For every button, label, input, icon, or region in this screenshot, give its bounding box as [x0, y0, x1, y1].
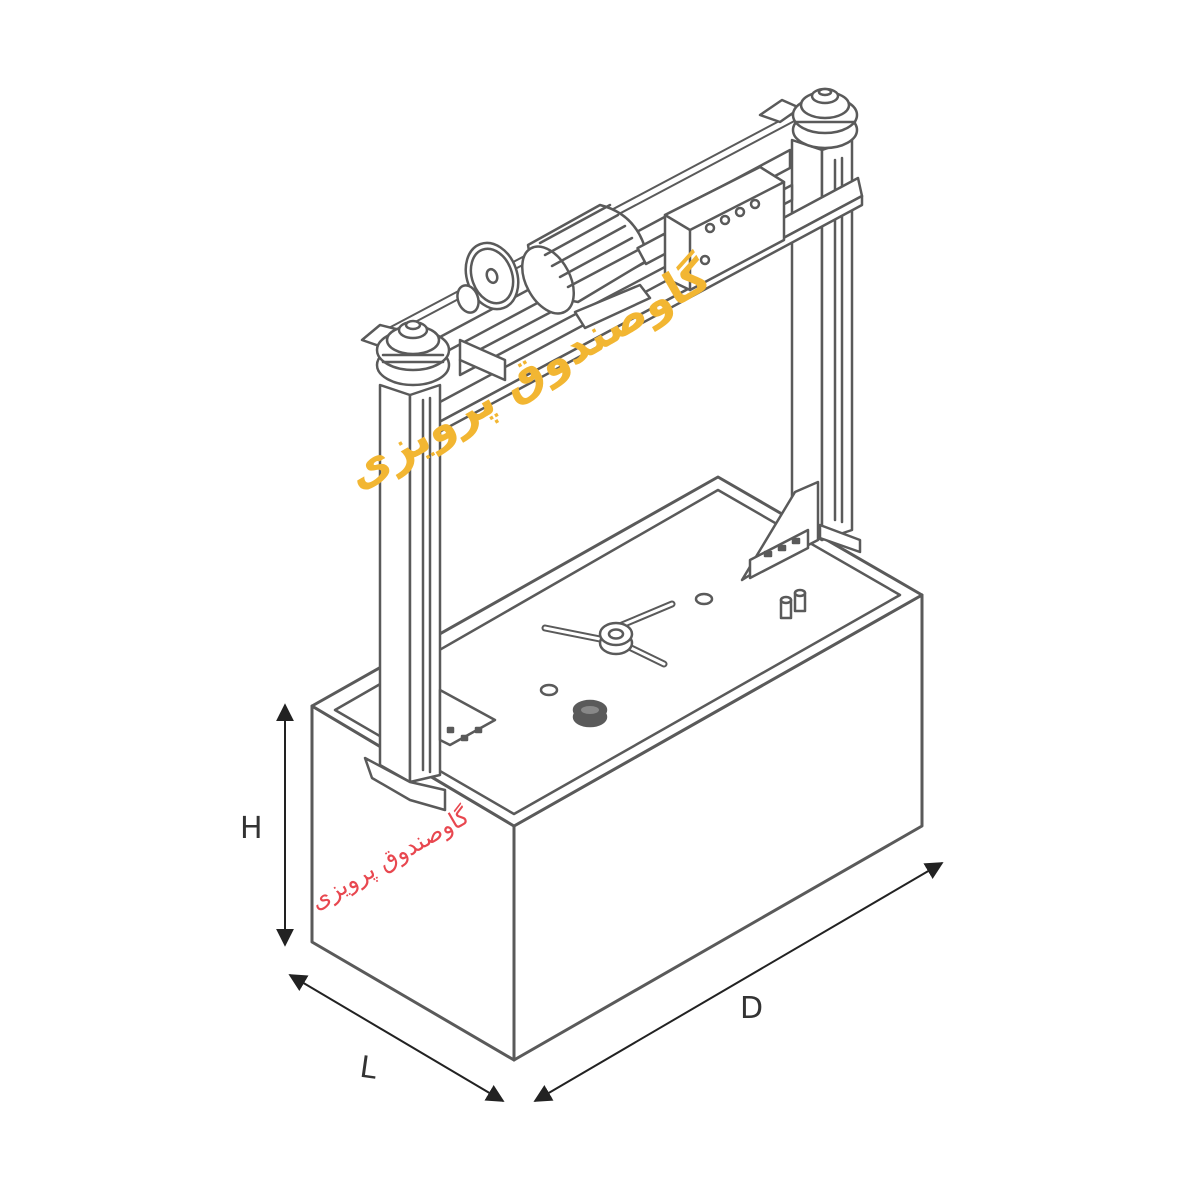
height-label: H	[240, 811, 263, 846]
left-column	[363, 383, 497, 812]
small-slot	[539, 683, 559, 697]
left-sprocket	[360, 319, 451, 387]
motor-assembly	[456, 165, 786, 330]
depth-dimension-line	[533, 862, 944, 1102]
length-label: L	[358, 1050, 380, 1087]
dimension-lines	[276, 703, 944, 1102]
cabinet-top-details	[539, 588, 807, 728]
right-sprocket	[758, 87, 859, 150]
depth-label: D	[740, 991, 763, 1026]
safe-handle	[541, 600, 676, 668]
dial-knob	[572, 699, 608, 728]
keyhole	[694, 592, 714, 606]
twin-posts	[779, 588, 807, 620]
length-dimension-line	[288, 974, 505, 1102]
right-column	[740, 138, 862, 582]
cabinet-top-rim	[333, 488, 902, 816]
